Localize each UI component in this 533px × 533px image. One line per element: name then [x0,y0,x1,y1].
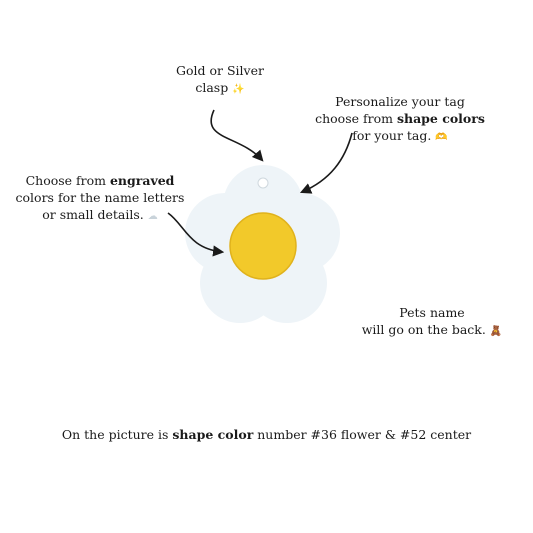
engraved-note-line1-pre: Choose from [25,173,110,188]
curved-arrow-icon [167,212,225,257]
engraved-note-line3: or small details. [42,207,144,222]
teddy-bear-icon: 🧸 [489,326,503,337]
flower-tag [185,165,340,323]
shape-note-line2-bold: shape colors [396,111,485,126]
back-side-note: Pets name will go on the back. 🧸 [352,304,512,340]
curved-arrow-icon [299,132,353,194]
shape-note-line1: Personalize your tag [335,94,465,109]
back-note-line2: will go on the back. [361,322,486,337]
caption-post: number #36 flower & #52 center [253,427,472,442]
shape-note-line2-pre: choose from [315,111,397,126]
clasp-note: Gold or Silver clasp ✨ [140,62,300,98]
sparkles-icon: ✨ [232,84,245,95]
shape-color-note: Personalize your tag choose from shape c… [300,93,500,146]
caption-bold: shape color [172,427,254,442]
cloud-icon: ☁ [147,211,158,222]
back-note-line1: Pets name [399,305,465,320]
engraved-note-line1-bold: engraved [109,173,175,188]
shape-note-line3: for your tag. [352,128,432,143]
caption-pre: On the picture is [61,427,173,442]
clasp-note-line2: clasp [195,80,229,95]
flower-center [229,212,297,280]
engraved-color-note: Choose from engraved colors for the name… [10,172,190,225]
clasp-note-line1: Gold or Silver [176,63,264,78]
heart-hands-icon: 🫶 [435,132,448,143]
curved-arrow-icon [210,109,264,162]
engraved-note-line2: colors for the name letters [15,190,185,205]
circle-hole-icon [257,177,269,189]
color-caption: On the picture is shape color number #36… [0,427,533,442]
